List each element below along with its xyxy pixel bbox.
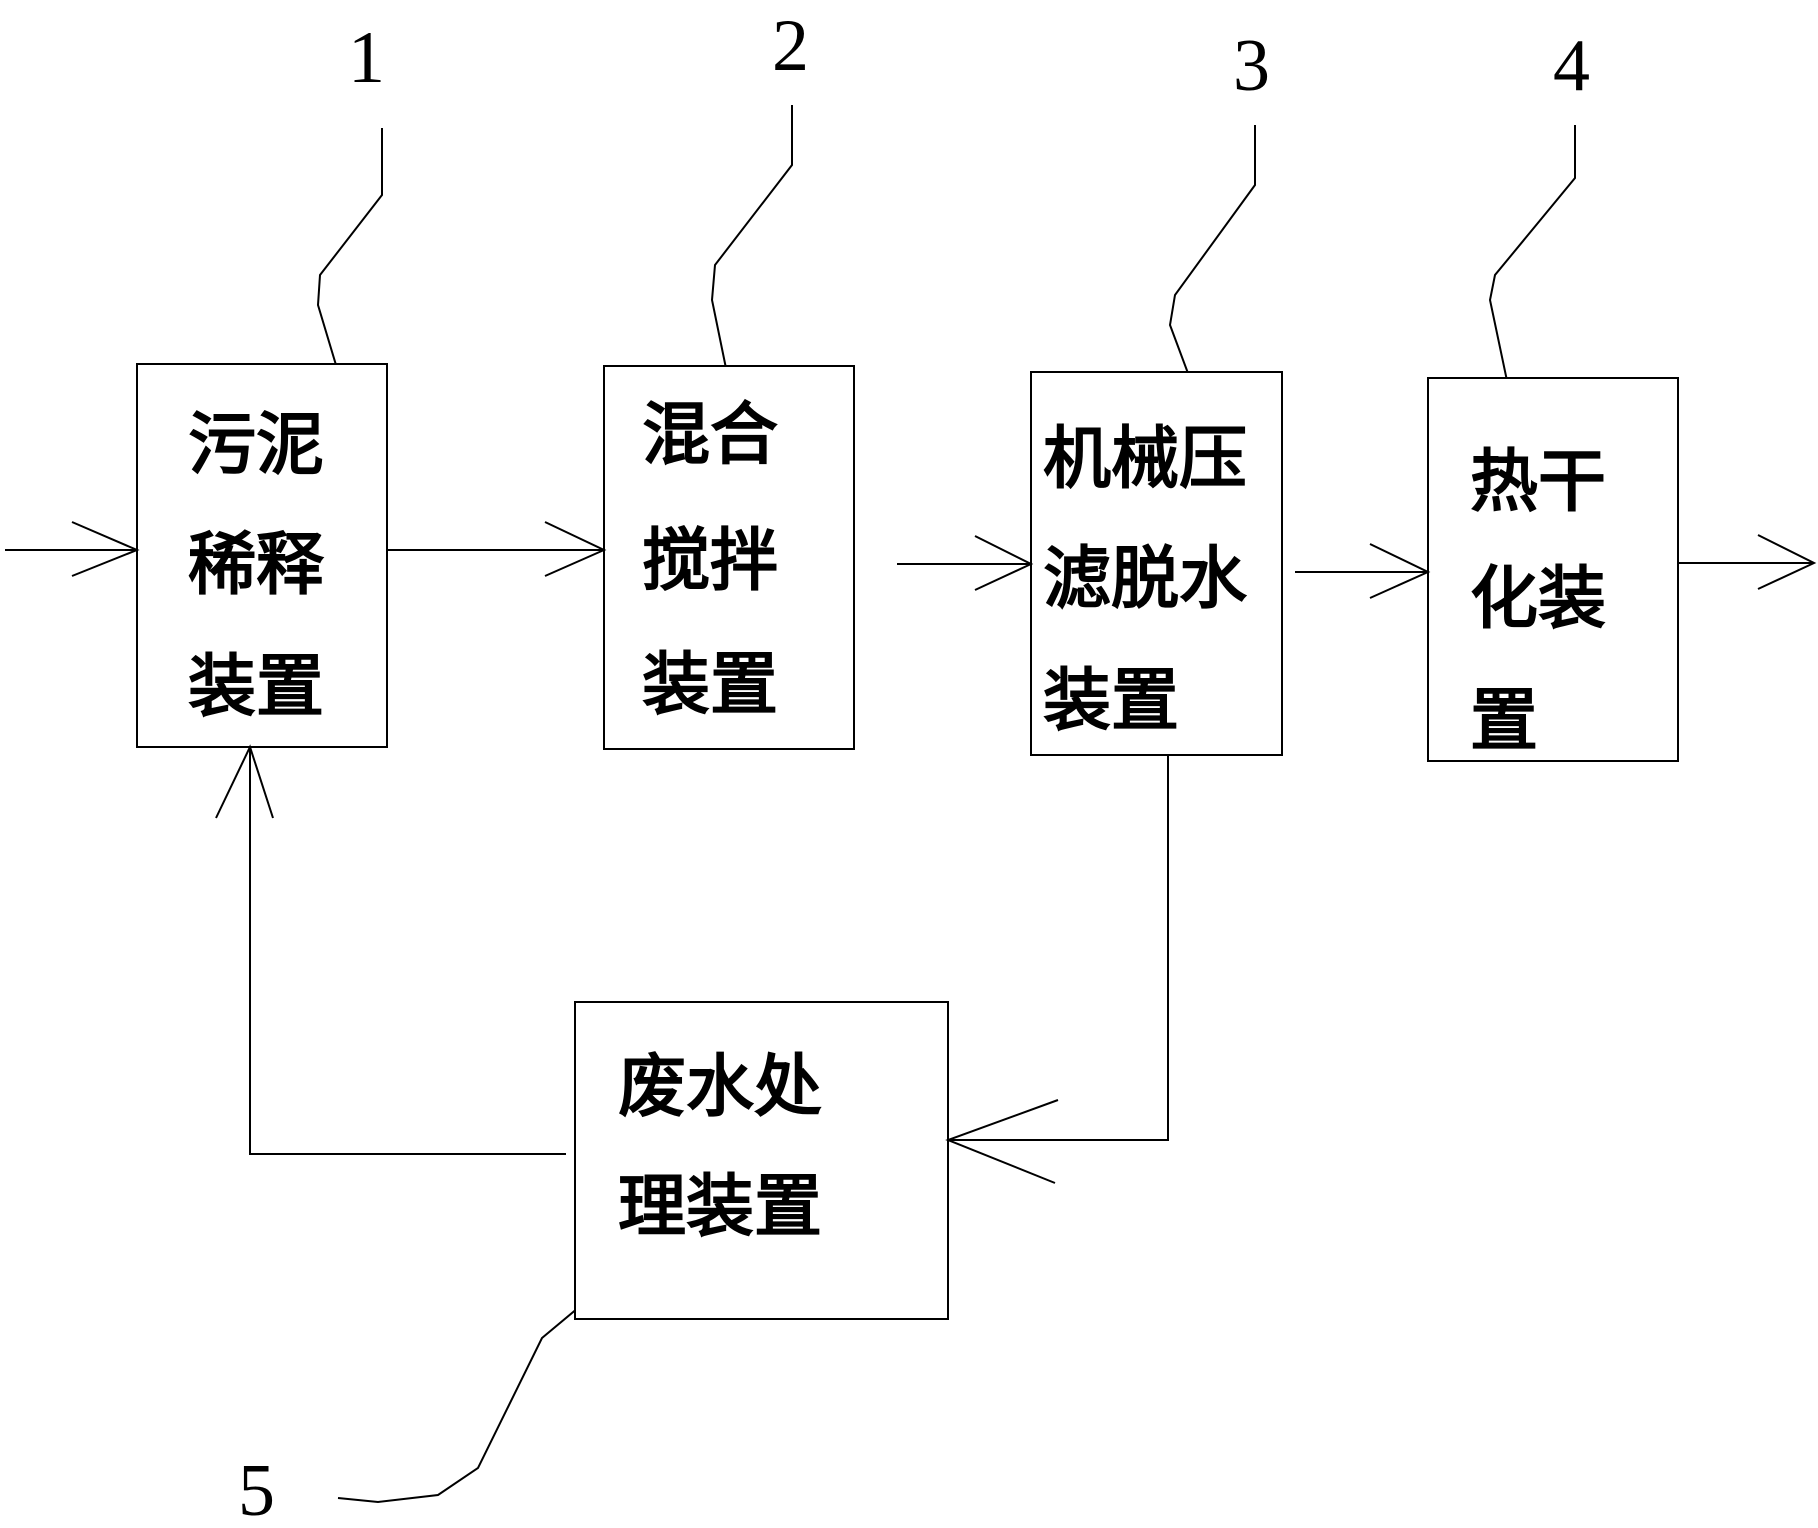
arrow-input-to-box-1 — [5, 521, 140, 577]
box-label-line: 废水处 — [618, 1048, 822, 1127]
box-label-line: 装置 — [1043, 662, 1179, 741]
box-frame — [1427, 377, 1679, 762]
box-wastewater-treatment: 废水处 理装置 — [574, 1001, 949, 1320]
box-number-3: 3 — [1233, 25, 1270, 107]
arrow-box-2-to-box-3 — [897, 535, 1034, 591]
arrow-box-4-output — [1678, 534, 1817, 590]
box-label-line: 装置 — [188, 648, 324, 727]
box-number-2: 2 — [772, 5, 809, 87]
box-label-line: 理装置 — [618, 1168, 822, 1247]
box-mixing-stirring: 混合 搅拌 装置 — [603, 365, 855, 750]
box-label-line: 装置 — [642, 646, 778, 725]
box-label-line: 污泥 — [188, 406, 324, 485]
box-label-line: 机械压 — [1043, 420, 1247, 499]
arrow-box-3-to-box-4 — [1295, 543, 1431, 599]
leader-line-4 — [1488, 125, 1576, 396]
leader-line-2 — [710, 105, 793, 379]
arrow-box-1-to-box-2 — [387, 521, 607, 577]
box-label-line: 热干 — [1470, 443, 1606, 522]
box-frame — [136, 363, 388, 748]
box-number-5: 5 — [238, 1450, 275, 1528]
arrow-box-3-to-box-5 — [945, 755, 1169, 1184]
box-label-line: 滤脱水 — [1043, 540, 1248, 619]
box-label-line: 化装 — [1470, 560, 1606, 639]
box-thermal-drying: 热干 化装 置 — [1427, 377, 1679, 762]
arrow-box-5-to-box-1 — [215, 744, 566, 1155]
box-sludge-dilution: 污泥 稀释 装置 — [136, 363, 388, 748]
box-number-1: 1 — [348, 17, 385, 99]
box-frame — [574, 1001, 949, 1320]
box-frame — [603, 365, 855, 750]
box-label-line: 混合 — [642, 396, 778, 475]
leader-line-3 — [1168, 125, 1256, 393]
box-label-line: 置 — [1470, 682, 1538, 761]
box-mechanical-press-dewatering: 机械压 滤脱水 装置 — [1030, 371, 1283, 756]
leader-line-1 — [316, 128, 383, 396]
box-frame — [1030, 371, 1283, 756]
box-number-4: 4 — [1553, 25, 1590, 107]
box-label-line: 稀释 — [188, 526, 325, 605]
box-label-line: 搅拌 — [642, 522, 778, 601]
